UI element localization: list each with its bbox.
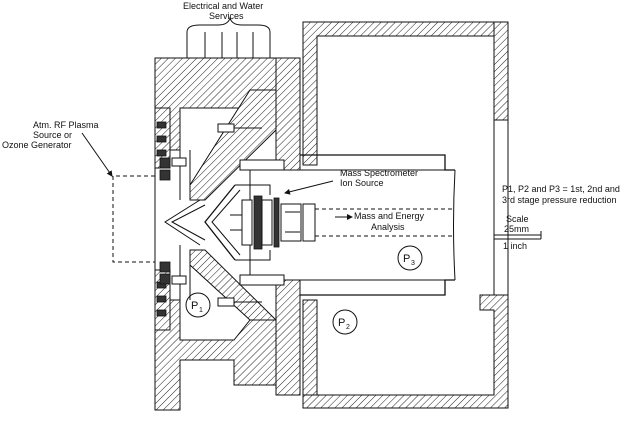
pressure-stage-p2: P 2 (332, 309, 358, 335)
analysis-label-line2: Analysis (371, 222, 405, 232)
bolts (159, 123, 262, 307)
source-label-line2: Source or (33, 130, 72, 140)
pressure-stage-p1: P 1 (185, 292, 211, 318)
source-label-line3: Ozone Generator (2, 140, 72, 150)
services-bracket (186, 16, 271, 58)
pressure-stage-p3: P 3 (397, 245, 423, 271)
p3-label: P (403, 253, 410, 265)
scale-bar: Scale 25mm 1 inch (493, 214, 542, 251)
outer-vacuum-chamber (302, 21, 509, 409)
scale-inch: 1 inch (503, 241, 527, 251)
ion-source-label-line1: Mass Spectrometer (340, 168, 418, 178)
leader-lines (81, 132, 353, 220)
p3-subscript: 3 (411, 260, 415, 267)
scale-title: Scale (506, 214, 529, 224)
source-label-line1: Atm. RF Plasma (33, 120, 99, 130)
p2-label: P (338, 317, 345, 329)
sampling-cones (164, 150, 241, 300)
inner-p3-chamber (285, 154, 456, 296)
left-wall-slots (156, 121, 167, 317)
plasma-source-port (112, 150, 156, 300)
p2-subscript: 2 (346, 324, 350, 331)
p1-label: P (191, 300, 198, 312)
pressure-note-line1: P1, P2 and P3 = 1st, 2nd and (502, 184, 620, 194)
p1-subscript: 1 (199, 307, 203, 314)
pressure-note-line2: 3rd stage pressure reduction (502, 195, 617, 205)
services-label-line2: Services (209, 11, 244, 21)
services-label-line1: Electrical and Water (183, 1, 263, 11)
scale-mm: 25mm (504, 224, 529, 234)
analysis-label-line1: Mass and Energy (354, 211, 425, 221)
ion-source-assembly (230, 159, 316, 286)
ion-source-label-line2: Ion Source (340, 178, 384, 188)
